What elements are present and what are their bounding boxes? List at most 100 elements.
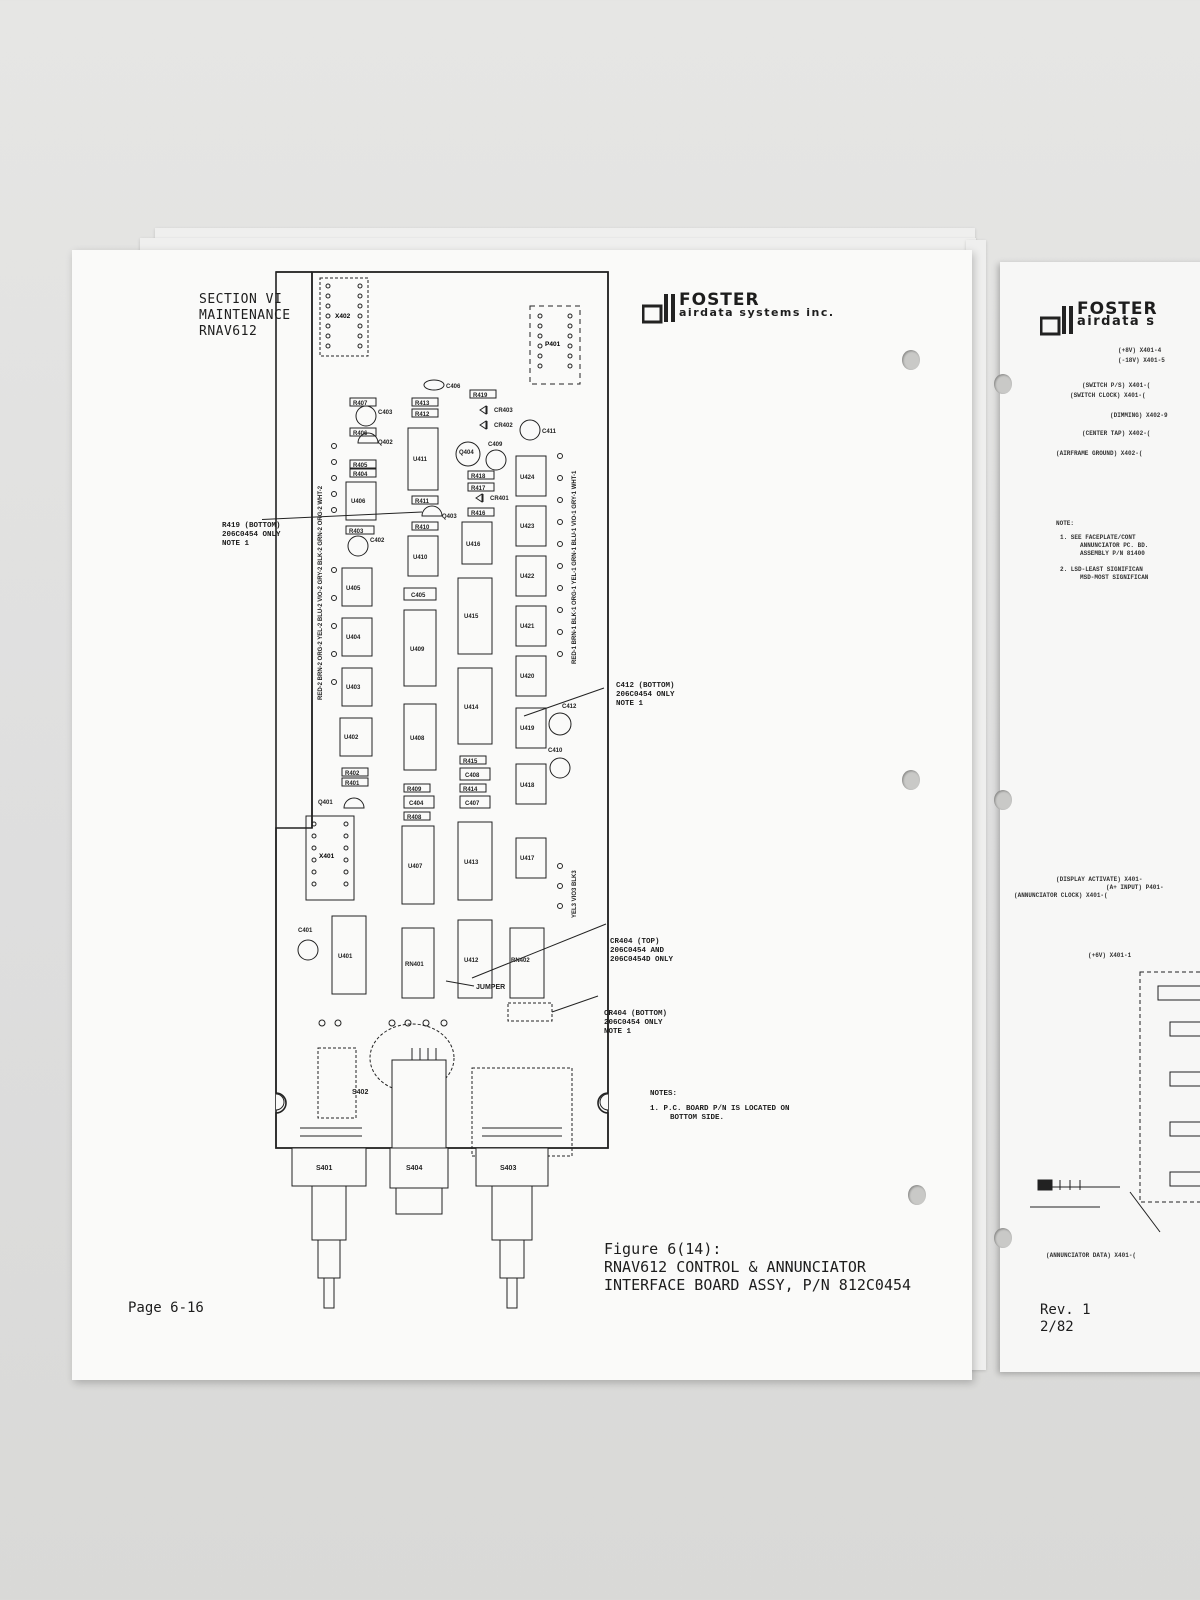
svg-text:U409: U409 <box>410 647 425 653</box>
svg-text:R411: R411 <box>415 499 430 505</box>
note-title-right: NOTE: <box>1056 520 1075 527</box>
svg-text:R410: R410 <box>415 525 430 531</box>
svg-text:CR402: CR402 <box>494 423 513 429</box>
svg-text:C409: C409 <box>488 442 503 448</box>
svg-text:R413: R413 <box>415 401 430 407</box>
logo-name: FOSTER <box>679 290 760 310</box>
svg-text:R419: R419 <box>473 393 488 399</box>
board-edge <box>275 271 609 1149</box>
foster-logo: FOSTER airdata systems inc. <box>679 290 835 319</box>
notes-block: NOTES: 1. P.C. BOARD P/N IS LOCATED ON B… <box>650 1090 790 1123</box>
svg-text:R408: R408 <box>407 815 422 821</box>
signal-label-plus6v: (+6V) X401-1 <box>1088 952 1132 959</box>
svg-text:U424: U424 <box>520 475 535 481</box>
callout-r419: R419 (BOTTOM) 206C0454 ONLY NOTE 1 <box>222 522 281 548</box>
figure-title-line-2: INTERFACE BOARD ASSY, P/N 812C0454 <box>604 1276 912 1294</box>
label-s402: S402 <box>352 1089 368 1096</box>
foster-logo-mark-right <box>1040 306 1073 336</box>
manual-page-right-partial: FOSTER airdata s (+8V) X401-4 (-18V) X40… <box>994 262 1200 1372</box>
signal-label-dimming: (DIMMING) X402-9 <box>1110 412 1168 419</box>
svg-text:C407: C407 <box>465 801 480 807</box>
section-header: SECTION VI MAINTENANCE RNAV612 <box>199 292 291 340</box>
svg-text:U401: U401 <box>338 954 353 960</box>
svg-text:C408: C408 <box>465 773 480 779</box>
note-line-4: 2. LSD-LEAST SIGNIFICAN <box>1060 566 1143 573</box>
connector-x401: X401 <box>305 815 355 901</box>
section-subtitle: MAINTENANCE <box>199 308 291 323</box>
svg-text:U422: U422 <box>520 574 535 580</box>
note-line-5: MSD-MOST SIGNIFICAN <box>1080 574 1149 581</box>
section-model: RNAV612 <box>199 324 258 339</box>
signal-label-center-tap: (CENTER TAP) X402-( <box>1082 430 1151 437</box>
logo-name-right: FOSTER <box>1077 299 1158 319</box>
svg-text:R403: R403 <box>349 529 364 535</box>
signal-label-a-plus-input: (A+ INPUT) P401- <box>1106 884 1164 891</box>
svg-text:U410: U410 <box>413 555 428 561</box>
punch-hole-right-top <box>994 374 1012 394</box>
figure-number: Figure 6(14): <box>604 1240 722 1258</box>
signal-label-plus8v: (+8V) X401-4 <box>1118 347 1162 354</box>
punch-hole-middle <box>902 770 920 790</box>
note-line-3: ASSEMBLY P/N 81400 <box>1080 550 1145 557</box>
svg-text:C405: C405 <box>411 593 426 599</box>
note-1-line-2: BOTTOM SIDE. <box>670 1114 725 1122</box>
svg-text:CR403: CR403 <box>494 408 513 414</box>
label-s403: S403 <box>500 1165 516 1172</box>
svg-text:U411: U411 <box>413 457 428 463</box>
svg-text:C401: C401 <box>298 928 313 934</box>
note-line-1: 1. SEE FACEPLATE/CONT <box>1060 534 1136 541</box>
svg-text:U407: U407 <box>408 864 423 870</box>
logo-subtitle-right: airdata s <box>1077 314 1156 329</box>
figure-caption: Figure 6(14): RNAV612 CONTROL & ANNUNCIA… <box>604 1240 911 1294</box>
svg-text:U417: U417 <box>520 856 535 862</box>
svg-text:R418: R418 <box>471 474 486 480</box>
signal-label-display-activate: (DISPLAY ACTIVATE) X401- <box>1056 876 1143 883</box>
manual-page-6-16: SECTION VI MAINTENANCE RNAV612 FOSTER ai… <box>72 250 972 1380</box>
svg-text:X401: X401 <box>319 853 335 860</box>
svg-text:R401: R401 <box>345 781 360 787</box>
svg-text:U405: U405 <box>346 586 361 592</box>
svg-text:R416: R416 <box>471 511 486 517</box>
label-s401: S401 <box>316 1165 332 1172</box>
connector-x402: X402 <box>319 277 369 357</box>
svg-text:P401: P401 <box>545 341 561 348</box>
svg-text:R404: R404 <box>353 472 368 478</box>
svg-text:U419: U419 <box>520 726 535 732</box>
figure-title-line-1: RNAV612 CONTROL & ANNUNCIATOR <box>604 1258 866 1276</box>
notes-title: NOTES: <box>650 1090 678 1098</box>
svg-text:C410: C410 <box>548 748 563 754</box>
svg-text:U421: U421 <box>520 624 535 630</box>
svg-text:C403: C403 <box>378 410 393 416</box>
svg-text:Q402: Q402 <box>378 440 393 446</box>
revision-block: Rev. 1 2/82 <box>1040 1302 1091 1336</box>
wire-color-labels-left: RED-2 BRN-2 ORG-2 YEL-2 BLU-2 VIO-2 GRY-… <box>318 485 324 700</box>
svg-text:C412: C412 <box>562 704 577 710</box>
section-title: SECTION VI <box>199 292 283 307</box>
svg-text:R405: R405 <box>353 463 368 469</box>
svg-text:Q401: Q401 <box>318 800 333 806</box>
svg-text:U413: U413 <box>464 860 479 866</box>
svg-text:U418: U418 <box>520 783 535 789</box>
punch-hole-right-middle <box>994 790 1012 810</box>
revision-date: 2/82 <box>1040 1319 1074 1335</box>
punch-hole-top <box>902 350 920 370</box>
callout-cr404-top: CR404 (TOP) 206C0454 AND 206C0454D ONLY <box>610 938 674 964</box>
page-number: Page 6-16 <box>128 1300 204 1316</box>
signal-label-switch-clock: (SWITCH CLOCK) X401-( <box>1070 392 1146 399</box>
note-1-line-1: 1. P.C. BOARD P/N IS LOCATED ON <box>650 1105 790 1113</box>
punch-hole-bottom <box>908 1185 926 1205</box>
svg-text:R407: R407 <box>353 401 368 407</box>
foster-logo-right: FOSTER airdata s <box>1077 299 1158 329</box>
signal-label-switch-ps: (SWITCH P/S) X401-( <box>1082 382 1151 389</box>
board-outline <box>275 271 609 1149</box>
svg-text:R412: R412 <box>415 412 430 418</box>
svg-text:Q404: Q404 <box>459 450 474 456</box>
paper-stack-mid <box>140 238 976 252</box>
signal-label-annunciator-clock: (ANNUNCIATOR CLOCK) X401-( <box>1014 892 1108 899</box>
svg-text:R402: R402 <box>345 771 360 777</box>
svg-text:RN401: RN401 <box>405 962 424 968</box>
svg-text:U404: U404 <box>346 635 361 641</box>
svg-text:C406: C406 <box>446 384 461 390</box>
circuit-board-drawing: X402 P401 R407 R406 R405 R404 R403 C403 … <box>262 271 609 1309</box>
callout-c412: C412 (BOTTOM) 206C0454 ONLY NOTE 1 <box>616 682 675 708</box>
